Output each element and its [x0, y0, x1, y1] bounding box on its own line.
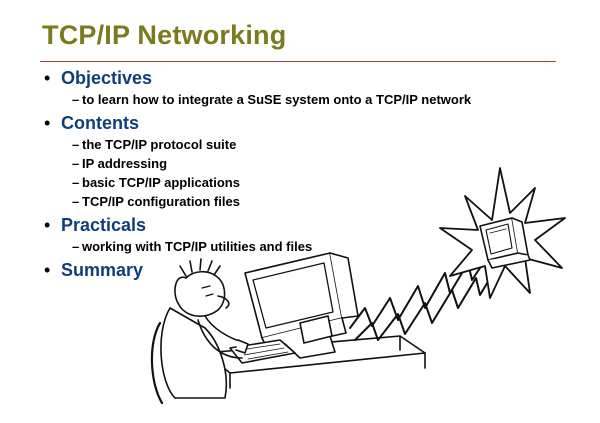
bullet-heading: Summary	[61, 260, 144, 280]
bullet-objectives: • Objectives –to learn how to integrate …	[44, 66, 471, 111]
bullet-dot: •	[44, 215, 51, 235]
bullet-practicals: • Practicals –working with TCP/IP utilit…	[44, 213, 471, 258]
frustrated-user-computer-network-illustration	[150, 167, 566, 405]
sub-item: –basic TCP/IP applications	[72, 175, 240, 190]
sub-item: –to learn how to integrate a SuSE system…	[72, 92, 472, 107]
slide-title: TCP/IP Networking	[42, 20, 287, 50]
sub-item: –working with TCP/IP utilities and files	[72, 239, 313, 254]
bullet-heading: Practicals	[61, 215, 147, 235]
bullet-list: • Objectives –to learn how to integrate …	[44, 66, 471, 282]
title-divider	[40, 61, 556, 62]
sub-item: –IP addressing	[72, 156, 168, 171]
bullet-dot: •	[44, 113, 51, 133]
bullet-contents: • Contents –the TCP/IP protocol suite –I…	[44, 111, 471, 213]
sub-item: –the TCP/IP protocol suite	[72, 137, 237, 152]
bullet-dot: •	[44, 260, 51, 280]
bullet-heading: Contents	[61, 113, 139, 133]
sub-item: –TCP/IP configuration files	[72, 194, 240, 209]
bullet-dot: •	[44, 68, 51, 88]
bullet-heading: Objectives	[61, 68, 153, 88]
bullet-summary: • Summary	[44, 258, 471, 282]
